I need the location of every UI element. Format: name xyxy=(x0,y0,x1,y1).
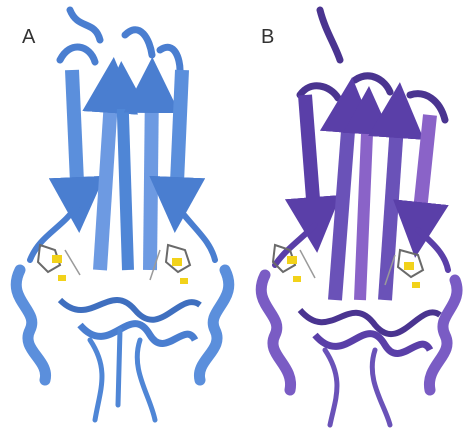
panel-label-a: A xyxy=(22,26,35,49)
panel-label-b: B xyxy=(261,26,274,49)
panel-b-structure xyxy=(261,10,457,425)
panel-a-structure xyxy=(16,10,229,420)
panel-a-ligand-left xyxy=(38,245,80,281)
